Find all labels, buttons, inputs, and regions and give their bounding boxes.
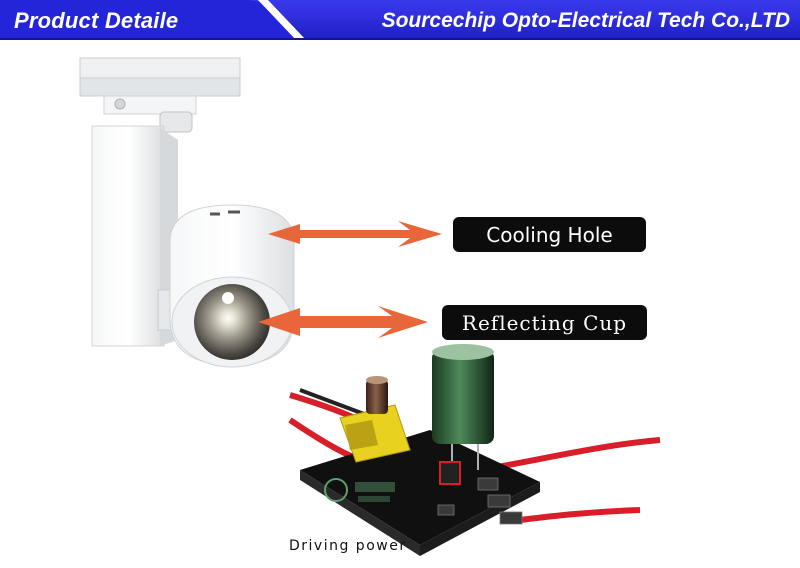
banner-background	[0, 0, 800, 40]
cooling-hole-text: Cooling Hole	[486, 222, 613, 247]
callout-arrows	[258, 221, 442, 338]
product-illustration	[79, 57, 661, 556]
product-detail-title: Product Detaile	[14, 8, 179, 33]
fixture-arm	[91, 125, 178, 347]
reflecting-cup-text: Reflecting Cup	[461, 310, 628, 335]
track-rail	[79, 57, 241, 133]
cooling-slots	[210, 210, 240, 216]
driving-power-caption: Driving power	[289, 538, 407, 554]
header-banner: Product Detaile Sourcechip Opto-Electric…	[0, 0, 800, 40]
reflecting-cup-label: Reflecting Cup	[442, 305, 647, 340]
lamp-head	[157, 204, 295, 368]
company-name: Sourcechip Opto-Electrical Tech Co.,LTD	[381, 9, 790, 32]
reflecting-cup-graphic	[194, 284, 270, 360]
cooling-hole-label: Cooling Hole	[453, 217, 646, 252]
driver-board-graphic	[288, 344, 661, 556]
